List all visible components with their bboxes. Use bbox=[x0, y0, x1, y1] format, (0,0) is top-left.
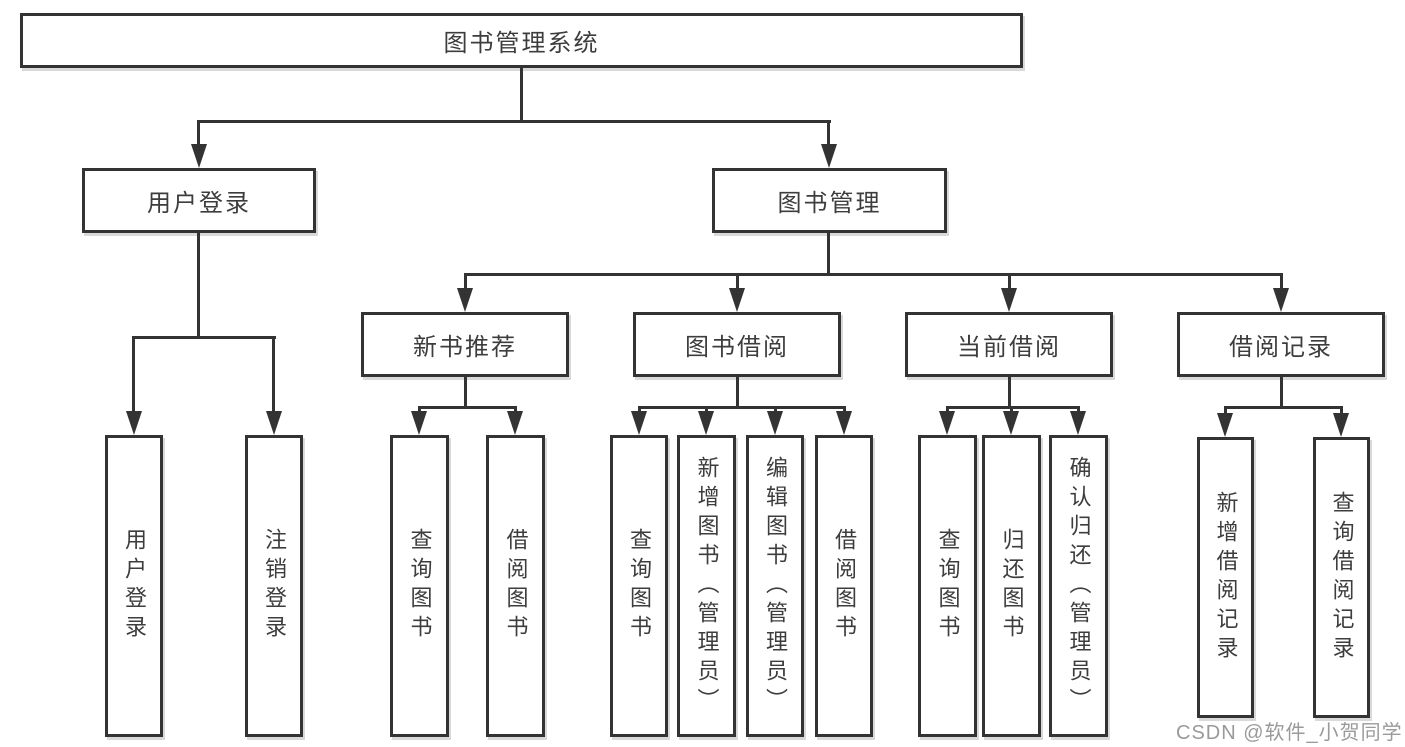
node-edit-book-admin: 编辑图书（管理员） bbox=[746, 435, 804, 737]
node-logout: 注销登录 bbox=[245, 435, 303, 737]
node-query-books: 查询图书 bbox=[390, 435, 449, 737]
arrow-down-icon bbox=[1001, 288, 1017, 312]
node-label: 借阅图书 bbox=[503, 528, 529, 644]
node-current-borrowing: 当前借阅 bbox=[905, 312, 1113, 377]
node-label: 注销登录 bbox=[262, 528, 287, 644]
connector-vline bbox=[1340, 406, 1343, 415]
arrow-down-icon bbox=[457, 288, 473, 312]
arrow-down-icon bbox=[836, 411, 852, 435]
node-label: 图书管理系统 bbox=[443, 30, 600, 57]
node-label: 归还图书 bbox=[999, 528, 1025, 644]
connector-vline bbox=[1008, 273, 1011, 290]
node-library-management-system: 图书管理系统 bbox=[20, 13, 1023, 68]
node-confirm-return-admin: 确认归还（管理员） bbox=[1049, 435, 1108, 737]
node-book-borrowing: 图书借阅 bbox=[633, 312, 841, 377]
node-label: 查询图书 bbox=[627, 528, 652, 644]
node-query-books: 查询图书 bbox=[610, 435, 668, 737]
connector-vline bbox=[132, 336, 135, 413]
arrow-down-icon bbox=[1217, 413, 1233, 437]
node-label: 新书推荐 bbox=[413, 334, 517, 361]
node-label: 借阅图书 bbox=[832, 528, 857, 644]
node-add-borrow-record: 新增借阅记录 bbox=[1197, 437, 1254, 718]
connector-vline bbox=[705, 406, 708, 413]
arrow-down-icon bbox=[411, 411, 427, 435]
node-borrowing-records: 借阅记录 bbox=[1177, 312, 1385, 377]
connector-vline bbox=[464, 377, 467, 409]
node-label: 查询图书 bbox=[935, 528, 961, 644]
arrow-down-icon bbox=[1003, 411, 1019, 435]
node-return-books: 归还图书 bbox=[982, 435, 1041, 737]
connector-vline bbox=[1280, 377, 1283, 409]
connector-hline bbox=[946, 406, 1080, 409]
connector-vline bbox=[1008, 377, 1011, 409]
connector-vline bbox=[1077, 406, 1080, 413]
arrow-down-icon bbox=[729, 288, 745, 312]
node-add-book-admin: 新增图书（管理员） bbox=[677, 435, 736, 737]
node-user-login: 用户登录 bbox=[82, 168, 316, 233]
node-label: 用户登录 bbox=[147, 190, 251, 217]
connector-vline bbox=[520, 68, 523, 123]
node-label: 新增借阅记录 bbox=[1213, 490, 1239, 665]
connector-vline bbox=[736, 273, 739, 290]
arrow-down-icon bbox=[507, 411, 523, 435]
arrow-down-icon bbox=[1273, 288, 1289, 312]
node-label: 查询图书 bbox=[407, 528, 433, 644]
arrow-down-icon bbox=[821, 144, 837, 168]
node-label: 用户登录 bbox=[122, 528, 147, 644]
arrow-down-icon bbox=[1070, 411, 1086, 435]
node-label: 新增图书（管理员） bbox=[694, 455, 720, 717]
arrow-down-icon bbox=[1333, 413, 1349, 437]
connector-vline bbox=[946, 406, 949, 413]
connector-vline bbox=[418, 406, 421, 413]
connector-vline bbox=[638, 406, 641, 413]
arrow-down-icon bbox=[631, 411, 647, 435]
node-label: 编辑图书（管理员） bbox=[763, 455, 788, 717]
connector-vline bbox=[197, 233, 200, 339]
node-label: 当前借阅 bbox=[957, 334, 1061, 361]
connector-vline bbox=[774, 406, 777, 413]
node-borrow-books: 借阅图书 bbox=[815, 435, 873, 737]
connector-vline bbox=[197, 120, 200, 146]
node-label: 借阅记录 bbox=[1229, 334, 1333, 361]
arrow-down-icon bbox=[939, 411, 955, 435]
connector-vline bbox=[514, 406, 517, 413]
connector-hline bbox=[638, 406, 845, 409]
connector-vline bbox=[1010, 406, 1013, 413]
node-query-books: 查询图书 bbox=[918, 435, 977, 737]
node-label: 确认归还（管理员） bbox=[1066, 455, 1092, 717]
arrow-down-icon bbox=[698, 411, 714, 435]
arrow-down-icon bbox=[191, 144, 207, 168]
node-label: 图书借阅 bbox=[685, 334, 789, 361]
node-new-book-recommendation: 新书推荐 bbox=[361, 312, 569, 377]
node-label: 查询借阅记录 bbox=[1329, 490, 1355, 665]
connector-hline bbox=[418, 406, 517, 409]
node-borrow-books: 借阅图书 bbox=[486, 435, 545, 737]
connector-hline bbox=[464, 273, 1282, 276]
node-book-management: 图书管理 bbox=[712, 168, 947, 233]
arrow-down-icon bbox=[266, 411, 282, 435]
connector-hline bbox=[132, 336, 276, 339]
connector-vline bbox=[736, 377, 739, 409]
connector-vline bbox=[272, 336, 275, 413]
connector-vline bbox=[1280, 273, 1283, 290]
connector-vline bbox=[464, 273, 467, 290]
connector-vline bbox=[1224, 406, 1227, 415]
connector-vline bbox=[827, 120, 830, 146]
connector-hline bbox=[197, 120, 831, 123]
node-login: 用户登录 bbox=[105, 435, 163, 737]
arrow-down-icon bbox=[126, 411, 142, 435]
node-label: 图书管理 bbox=[777, 190, 882, 217]
arrow-down-icon bbox=[767, 411, 783, 435]
node-query-borrow-record: 查询借阅记录 bbox=[1313, 437, 1370, 718]
connector-hline bbox=[1224, 406, 1343, 409]
connector-vline bbox=[843, 406, 846, 413]
connector-vline bbox=[827, 233, 830, 276]
csdn-watermark: CSDN @软件_小贺同学 bbox=[1176, 722, 1403, 744]
